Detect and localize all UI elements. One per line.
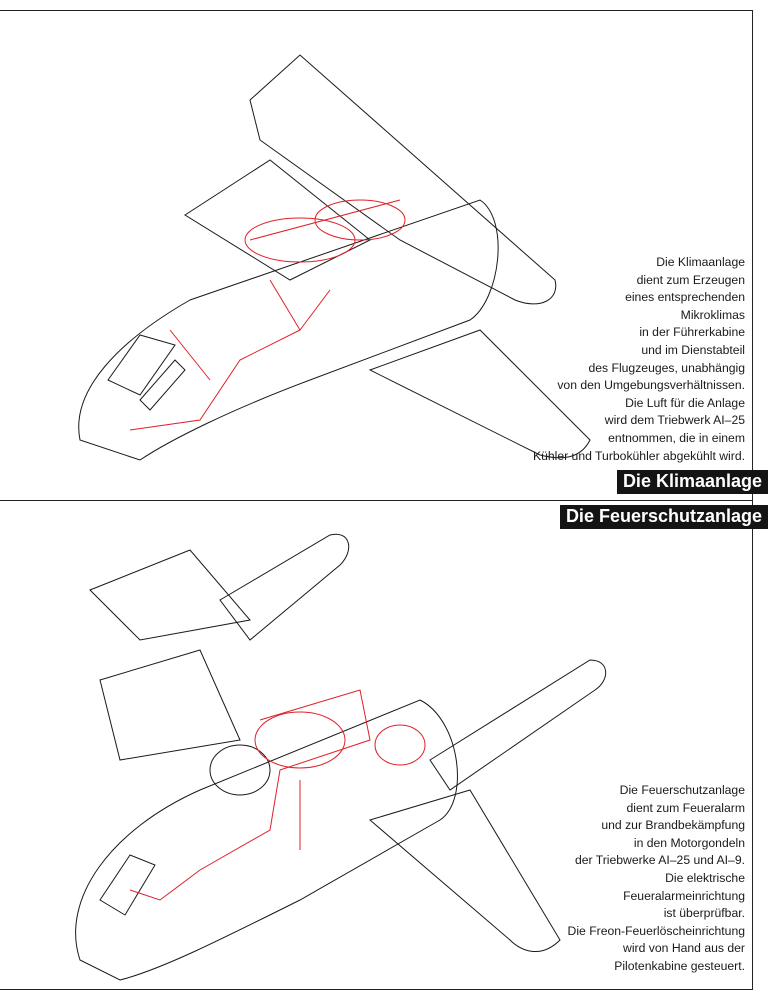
section-divider <box>0 500 753 501</box>
text-line: wird dem Triebwerk AI–25 <box>604 413 745 428</box>
lower-wing <box>368 789 561 953</box>
cockpit-window <box>107 334 176 396</box>
section-heading-feuerschutzanlage: Die Feuerschutzanlage <box>559 505 768 529</box>
text-line: Kühler und Turbokühler abgekühlt wird. <box>532 448 745 463</box>
klimaanlage-diagram <box>78 54 591 461</box>
section-heading-klimaanlage: Die Klimaanlage <box>616 470 768 494</box>
text-line: in der Führerkabine <box>639 325 745 340</box>
text-line: von den Umgebungsverhältnissen. <box>557 378 745 393</box>
upper-wing <box>249 54 557 305</box>
feuerschutzanlage-description: Die Feuerschutzanlage dient zum Feuerala… <box>568 782 745 976</box>
text-line: Pilotenkabine gesteuert. <box>614 958 745 973</box>
page-border-top <box>0 10 753 11</box>
klimaanlage-description: Die Klimaanlage dient zum Erzeugen eines… <box>533 254 745 465</box>
text-line: dient zum Feueralarm <box>626 800 745 815</box>
fuselage-outline <box>78 199 499 461</box>
text-line: Die Freon-Feuerlöscheinrichtung <box>567 923 745 938</box>
text-line: ist überprüfbar. <box>663 906 745 921</box>
text-line: der Triebwerke AI–25 und AI–9. <box>574 853 745 868</box>
right-wing <box>429 659 607 791</box>
climate-system-lines <box>129 199 406 431</box>
text-line: des Flugzeuges, unabhängig <box>588 360 745 375</box>
text-line: Die Feuerschutzanlage <box>619 783 745 797</box>
engine-nacelle <box>99 649 241 761</box>
text-line: in den Motorgondeln <box>633 835 745 850</box>
cockpit-window-2 <box>139 359 186 411</box>
fuselage-outline <box>75 699 458 981</box>
engine-intake <box>209 744 271 796</box>
text-line: entnommen, die in einem <box>608 430 745 445</box>
fire-system-lines <box>129 689 426 901</box>
text-line: Die Luft für die Anlage <box>625 395 745 410</box>
text-line: und im Dienstabteil <box>641 342 745 357</box>
text-line: Mikroklimas <box>680 307 745 322</box>
page-border-bottom <box>0 989 753 990</box>
feuerschutzanlage-diagram <box>75 533 607 981</box>
text-line: Die elektrische <box>665 870 745 885</box>
upper-wing-right <box>219 533 350 641</box>
text-line: Feueralarmeinrichtung <box>623 888 745 903</box>
text-line: und zur Brandbekämpfung <box>601 818 745 833</box>
text-line: Die Klimaanlage <box>656 255 745 269</box>
text-line: dient zum Erzeugen <box>636 272 745 287</box>
upper-wing-left <box>89 549 251 641</box>
text-line: eines entsprechenden <box>625 290 745 305</box>
lower-wing <box>368 329 591 459</box>
text-line: wird von Hand aus der <box>623 941 745 956</box>
cockpit-window <box>99 854 156 916</box>
